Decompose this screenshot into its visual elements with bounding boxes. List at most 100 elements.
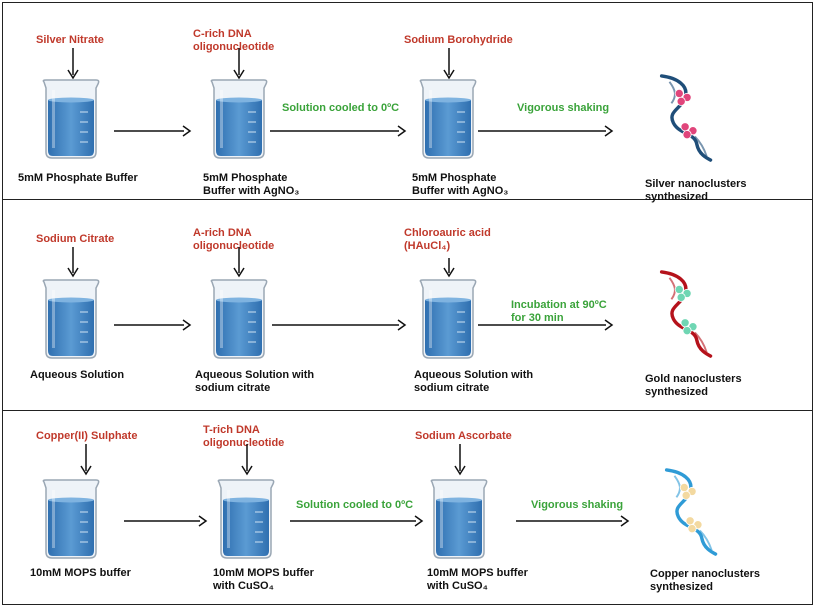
row1-condition-1-line: Solution cooled to 0ºC (282, 102, 400, 114)
row1-beaker-label-1: 5mM Phosphate Buffer (18, 172, 138, 185)
row1-product-label-line: Silver nanoclusters (645, 178, 747, 190)
row1-beaker-label-3-line: Buffer with AgNO₃ (412, 185, 509, 197)
row2-reagent-2-line: oligonucleotide (193, 240, 275, 252)
row1-step-arrow-3 (478, 125, 614, 137)
row1-condition-1: Solution cooled to 0ºC (282, 102, 399, 115)
row1-reagent-3-line: Sodium Borohydride (404, 34, 513, 46)
row2-beaker-label-1: Aqueous Solution (30, 369, 124, 382)
row3-reagent-2-line: T-rich DNA (203, 424, 260, 436)
row3-beaker-label-2-line: 10mM MOPS buffer (213, 567, 314, 579)
row2-beaker-3 (419, 279, 477, 359)
row1-beaker-2 (210, 79, 268, 159)
row2-product-label-line: Gold nanoclusters (645, 373, 742, 385)
row3-condition-2-line: Vigorous shaking (531, 499, 624, 511)
row1-reagent-2-line: C-rich DNA (193, 28, 252, 40)
row3-condition-1-line: Solution cooled to 0ºC (296, 499, 414, 511)
row3-step-arrow-1 (124, 515, 208, 527)
row2-addition-arrow-3 (443, 258, 455, 278)
row2-product-label-line: synthesized (645, 386, 708, 398)
row1-addition-arrow-3 (443, 48, 455, 80)
row1-beaker-label-1-line: 5mM Phosphate Buffer (18, 172, 138, 184)
row2-reagent-3: Chloroauric acid(HAuCl₄) (404, 227, 491, 253)
row1-addition-arrow-2 (233, 48, 245, 80)
row1-condition-2-line: Vigorous shaking (517, 102, 610, 114)
row2-beaker-label-3-line: Aqueous Solution with (414, 369, 534, 381)
row-separator-1 (2, 199, 813, 200)
row2-beaker-2 (210, 279, 268, 359)
row3-beaker-2 (217, 479, 275, 559)
row2-condition-1-line: Incubation at 90ºC (511, 299, 607, 311)
row2-beaker-label-1-line: Aqueous Solution (30, 369, 125, 381)
row2-addition-arrow-2 (233, 247, 245, 278)
row2-beaker-label-3-line: sodium citrate (414, 382, 490, 394)
row2-reagent-3-line: Chloroauric acid (404, 227, 491, 239)
row2-step-arrow-1 (114, 319, 192, 331)
row3-step-arrow-2 (290, 515, 424, 527)
row1-condition-2: Vigorous shaking (517, 102, 609, 115)
nanocluster-particle (674, 285, 684, 295)
row1-reagent-3: Sodium Borohydride (404, 34, 513, 47)
row1-beaker-1 (42, 79, 100, 159)
row1-beaker-3 (419, 79, 477, 159)
row2-reagent-1: Sodium Citrate (36, 233, 114, 246)
nanocluster-particle (681, 490, 691, 500)
row2-beaker-label-2-line: Aqueous Solution with (195, 369, 315, 381)
nanocluster-particle (682, 130, 692, 140)
row1-beaker-label-2-line: 5mM Phosphate (203, 172, 288, 184)
row1-beaker-label-2-line: Buffer with AgNO₃ (203, 185, 300, 197)
row1-addition-arrow-1 (67, 48, 79, 80)
row1-dna-strand (659, 74, 713, 162)
row3-beaker-label-3-line: 10mM MOPS buffer (427, 567, 528, 579)
nanocluster-particle (680, 318, 690, 328)
nanocluster-particle (685, 516, 695, 526)
row3-addition-arrow-1 (80, 444, 92, 476)
row3-beaker-label-2-line: with CuSO₄ (213, 580, 274, 592)
row3-dna-strand (664, 468, 718, 556)
row3-step-arrow-3 (516, 515, 630, 527)
row3-product-label-line: synthesized (650, 581, 713, 593)
nanocluster-particle (680, 122, 690, 132)
row1-step-arrow-1 (114, 125, 192, 137)
nanocluster-particle (676, 292, 686, 302)
row2-dna-strand (659, 270, 713, 358)
row3-product-label-line: Copper nanoclusters (650, 568, 761, 580)
row2-reagent-1-line: Sodium Citrate (36, 233, 115, 245)
row3-beaker-3 (430, 479, 488, 559)
row1-reagent-1-line: Silver Nitrate (36, 34, 104, 46)
row3-addition-arrow-3 (454, 444, 466, 476)
row2-beaker-label-2-line: sodium citrate (195, 382, 271, 394)
row2-beaker-1 (42, 279, 100, 359)
row2-addition-arrow-1 (67, 247, 79, 278)
row1-reagent-1: Silver Nitrate (36, 34, 104, 47)
row-separator-2 (2, 410, 813, 411)
row2-step-arrow-3 (478, 319, 614, 331)
row2-condition-1-line: for 30 min (511, 312, 564, 324)
nanocluster-particle (674, 89, 684, 99)
row3-reagent-1-line: Copper(II) Sulphate (36, 430, 138, 442)
row3-reagent-2-line: oligonucleotide (203, 437, 285, 449)
nanocluster-particle (676, 96, 686, 106)
nanocluster-particle (679, 483, 689, 493)
row2-reagent-2-line: A-rich DNA (193, 227, 252, 239)
row3-reagent-1: Copper(II) Sulphate (36, 430, 137, 443)
row3-condition-1: Solution cooled to 0ºC (296, 499, 413, 512)
row3-reagent-3-line: Sodium Ascorbate (415, 430, 512, 442)
row1-reagent-2-line: oligonucleotide (193, 41, 275, 53)
row3-beaker-1 (42, 479, 100, 559)
row3-addition-arrow-2 (241, 444, 253, 476)
row3-beaker-label-1: 10mM MOPS buffer (30, 567, 131, 580)
row2-reagent-3-line: (HAuCl₄) (404, 240, 451, 252)
